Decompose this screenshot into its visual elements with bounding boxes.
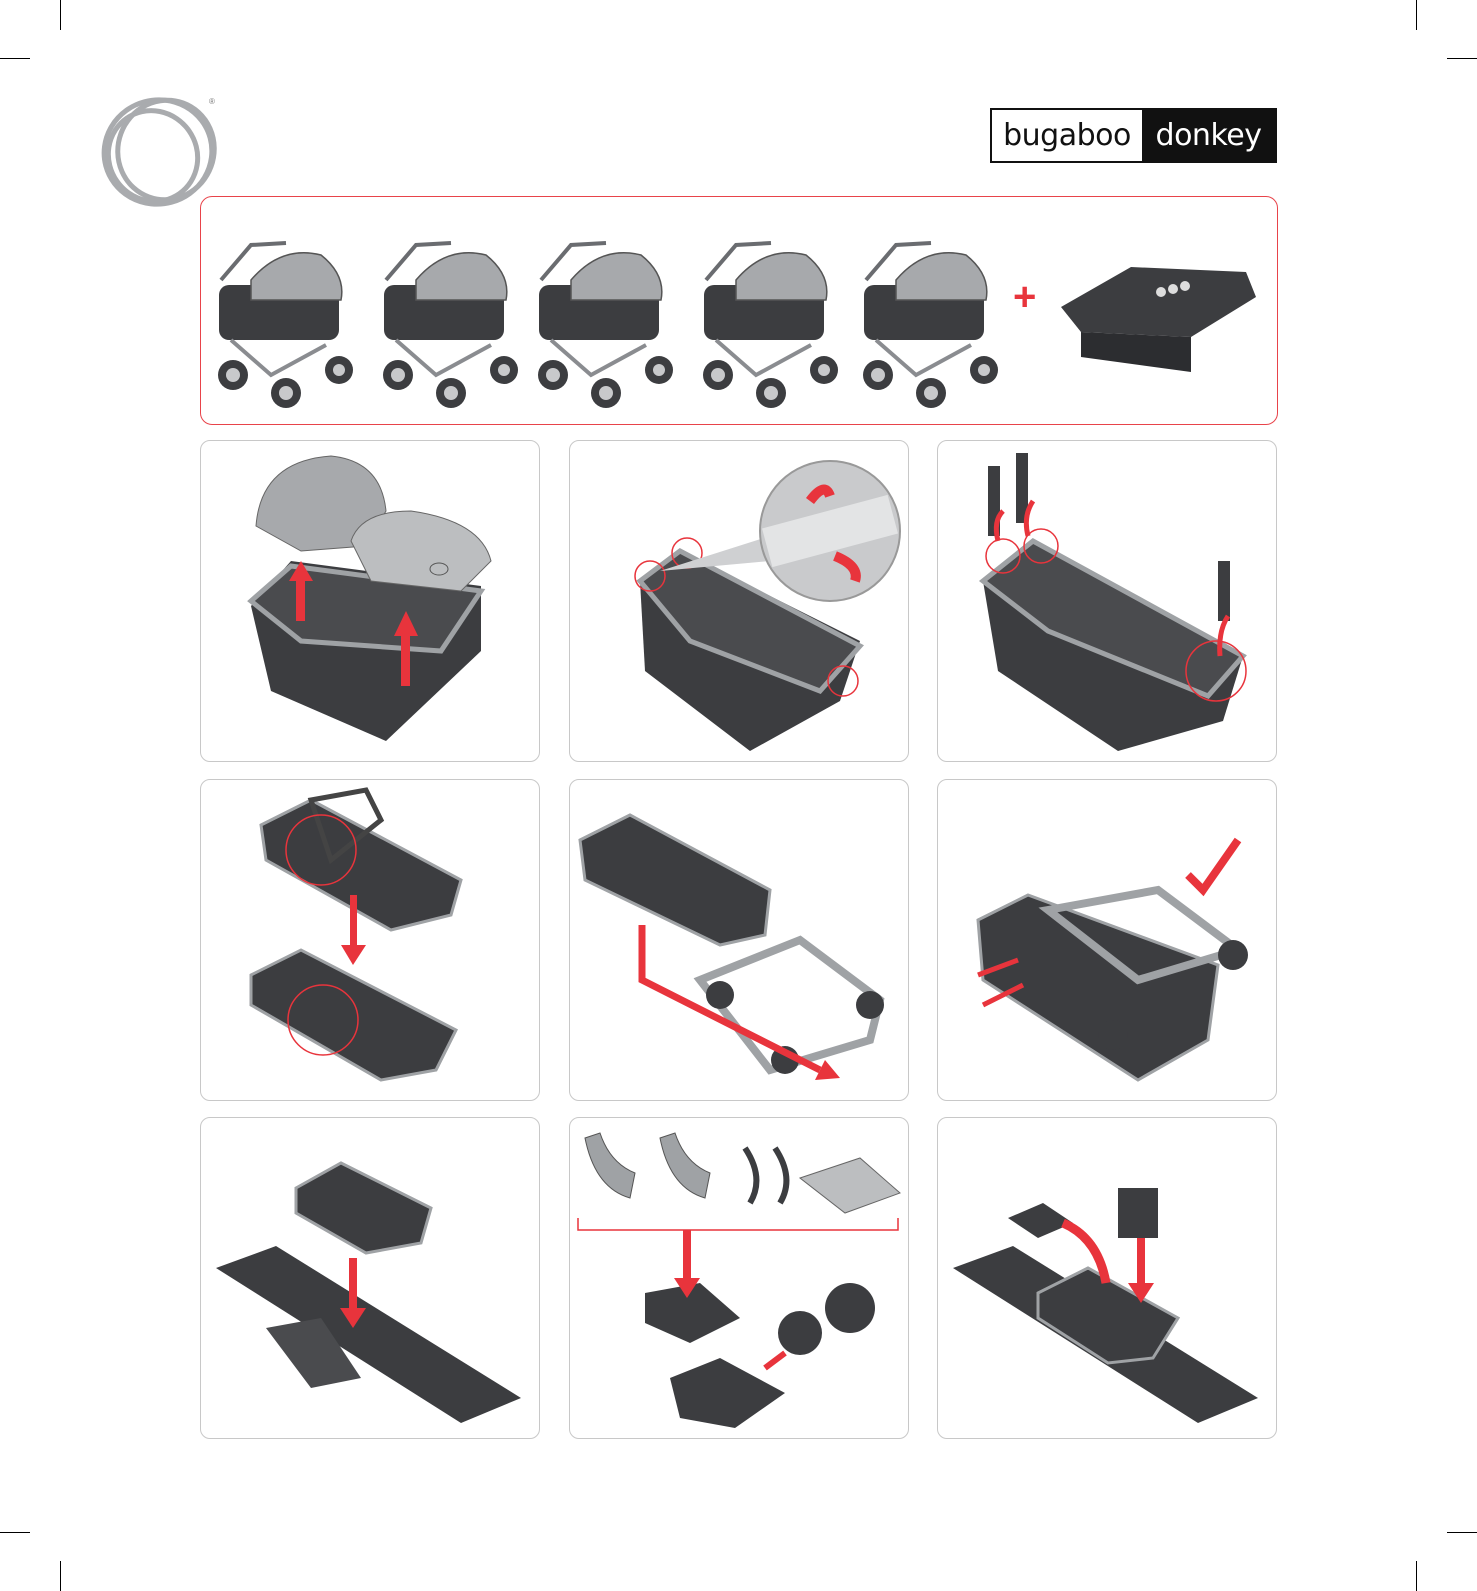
brand-logo: bugaboo donkey (990, 108, 1277, 163)
step-1-panel (200, 440, 540, 762)
step-5-panel (569, 779, 909, 1101)
fold-bassinet-onto-seat-icon (201, 780, 540, 1101)
stroller-config-2-icon (383, 243, 518, 408)
step-2-panel (569, 440, 909, 762)
crop-mark (1447, 58, 1477, 59)
stroller-config-3-icon (538, 243, 673, 408)
crop-mark (0, 58, 30, 59)
step-8-panel (569, 1117, 909, 1439)
crop-mark (60, 1561, 61, 1591)
slide-onto-folded-chassis-icon (570, 780, 909, 1101)
travel-bag-icon (1061, 267, 1256, 372)
bassinet-release-clips-icon (570, 441, 909, 762)
stroller-config-1-icon (218, 243, 353, 408)
pack-accessories-icon (570, 1118, 909, 1439)
crop-mark (1416, 1561, 1417, 1591)
strollers-illustration (201, 197, 1279, 426)
step-7-panel (200, 1117, 540, 1439)
crop-mark (0, 1532, 30, 1533)
stroller-config-4-icon (703, 243, 838, 408)
bassinet-remove-straps-icon (938, 441, 1277, 762)
crop-mark (60, 0, 61, 30)
step-3-panel (937, 440, 1277, 762)
step-4-panel (200, 779, 540, 1101)
brand-name: bugaboo (992, 110, 1142, 161)
pack-apron-and-canopy-icon (938, 1118, 1277, 1439)
crop-mark (1447, 1532, 1477, 1533)
registered-mark: ® (209, 97, 215, 106)
step-9-panel (937, 1117, 1277, 1439)
place-on-travel-bag-icon (201, 1118, 540, 1439)
bassinet-remove-canopy-apron-icon (201, 441, 540, 762)
crop-mark (1416, 0, 1417, 30)
checkmark-secured-icon (938, 780, 1277, 1101)
product-name: donkey (1142, 110, 1275, 161)
configurations-overview: + (200, 196, 1278, 425)
step-6-panel (937, 779, 1277, 1101)
plus-symbol: + (1013, 275, 1036, 320)
bugaboo-rings-logo-icon (98, 92, 224, 212)
stroller-config-5-icon (863, 243, 998, 408)
